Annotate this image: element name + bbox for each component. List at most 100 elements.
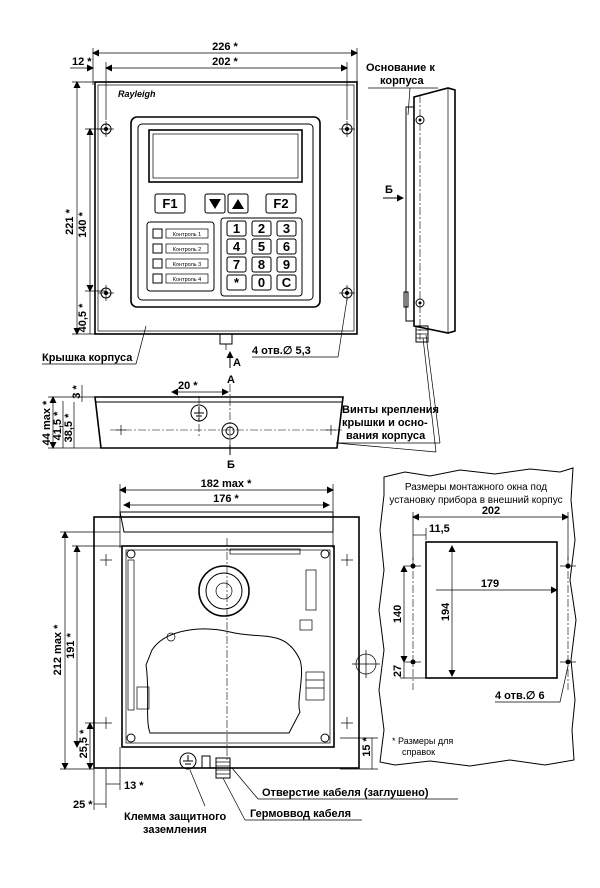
view-a-label-bottom: А — [227, 374, 235, 386]
cutout-hole — [405, 659, 421, 665]
dim-hole-spacing-height: 140 * — [77, 211, 89, 237]
cutout-dim-194: 194 — [440, 602, 452, 621]
cutout-dim-202: 202 — [482, 505, 500, 517]
base-label-1: Основание к — [366, 62, 435, 74]
note-line-2: справок — [402, 747, 435, 757]
back-view: 182 max * 176 * — [52, 478, 458, 836]
cutout-dim-27: 27 — [392, 665, 404, 677]
svg-text:3: 3 — [283, 221, 290, 236]
svg-text:F1: F1 — [162, 196, 177, 211]
view-b-label-bottom: Б — [227, 459, 235, 471]
svg-text:7: 7 — [233, 257, 240, 272]
key-4[interactable]: 4 — [226, 238, 247, 255]
svg-text:0: 0 — [258, 275, 265, 290]
dim-width-182: 182 max * — [201, 478, 252, 490]
dim-13: 13 * — [124, 780, 144, 792]
cover-label: Крышка корпуса — [42, 352, 133, 364]
svg-text:Контроль 3: Контроль 3 — [173, 262, 201, 268]
control-button-3[interactable]: Контроль 3 — [152, 258, 209, 269]
lcd-display — [148, 129, 303, 183]
cutout-hole — [405, 563, 421, 569]
svg-text:8: 8 — [258, 257, 265, 272]
key-9[interactable]: 9 — [276, 256, 297, 273]
key-6[interactable]: 6 — [276, 238, 297, 255]
svg-text:1: 1 — [233, 221, 240, 236]
dim-total-44: 44 max * — [41, 400, 53, 445]
dim-hole-spacing-width: 202 * — [212, 56, 238, 68]
up-arrow-icon — [232, 199, 244, 209]
key-3[interactable]: 3 — [276, 220, 297, 237]
ground-terminal-icon — [190, 404, 208, 422]
f1-button[interactable]: F1 — [154, 193, 186, 214]
key-8[interactable]: 8 — [251, 256, 272, 273]
svg-text:Контроль 4: Контроль 4 — [173, 277, 201, 283]
svg-text:*: * — [234, 275, 240, 290]
dim-overall-height: 221 * — [64, 208, 76, 234]
cutout-hole — [560, 659, 576, 665]
cutout-dim-140: 140 — [392, 605, 404, 623]
bottom-view: 20 * А Б 44 max * 41,5 * — [41, 334, 441, 471]
key-c[interactable]: C — [276, 274, 297, 291]
view-a-label-front: А — [233, 357, 241, 369]
dim-overall-width: 226 * — [212, 41, 238, 53]
svg-text:4: 4 — [233, 239, 241, 254]
side-hole — [415, 298, 425, 308]
dim-3: 3 * — [71, 385, 83, 399]
svg-text:5: 5 — [258, 239, 265, 254]
key-5[interactable]: 5 — [251, 238, 272, 255]
side-hole — [415, 115, 425, 125]
front-view: 226 * 202 * 12 * 221 * 140 * 40,5 * Rayl… — [42, 41, 358, 369]
side-view: Основание к корпуса Б — [366, 62, 456, 343]
dim-41-5: 41,5 * — [52, 411, 64, 440]
key-7[interactable]: 7 — [226, 256, 247, 273]
ground-terminal-back — [179, 752, 197, 770]
svg-text:6: 6 — [283, 239, 290, 254]
dim-38-5: 38,5 * — [63, 413, 75, 442]
f2-button[interactable]: F2 — [265, 193, 297, 214]
svg-text:Контроль 2: Контроль 2 — [173, 247, 201, 253]
screws-label-1: Винты крепления — [342, 404, 439, 416]
dim-width-176: 176 * — [213, 493, 239, 505]
ground-label-2: заземления — [143, 824, 207, 836]
ground-label-1: Клемма защитного — [124, 811, 227, 823]
screws-label-2: крышки и осно- — [342, 417, 428, 429]
key-0[interactable]: 0 — [251, 274, 272, 291]
cutout-title-1: Размеры монтажного окна под — [405, 482, 547, 493]
svg-text:C: C — [282, 275, 292, 290]
control-button-2[interactable]: Контроль 2 — [152, 243, 209, 254]
svg-text:F2: F2 — [273, 196, 288, 211]
down-arrow-button[interactable] — [204, 193, 226, 214]
cable-gland-icon — [221, 422, 239, 440]
key-star[interactable]: * — [226, 274, 247, 291]
svg-text:9: 9 — [283, 257, 290, 272]
key-1[interactable]: 1 — [226, 220, 247, 237]
dim-15: 15 * — [361, 736, 373, 756]
dim-height-212: 212 max * — [52, 624, 64, 675]
up-arrow-button[interactable] — [227, 193, 249, 214]
control-button-1[interactable]: Контроль 1 — [152, 228, 209, 239]
control-button-4[interactable]: Контроль 4 — [152, 273, 209, 284]
screws-label-3: вания корпуса — [346, 430, 426, 442]
holes-label: 4 отв.∅ 5,3 — [252, 345, 311, 357]
keypad: 1 2 3 4 5 6 7 8 9 * 0 C — [226, 220, 297, 291]
cutout-sheet: Размеры монтажного окна под установку пр… — [378, 467, 577, 767]
down-arrow-icon — [209, 199, 221, 209]
dim-height-191: 191 * — [65, 632, 77, 658]
gland-label: Гермоввод кабеля — [250, 808, 351, 820]
cutout-dim-179: 179 — [481, 578, 499, 590]
note-line-1: * Размеры для — [392, 736, 453, 746]
dim-bottom-offset: 40,5 * — [77, 303, 89, 332]
dim-25-5: 25,5 * — [78, 729, 90, 758]
dim-edge-offset: 12 * — [72, 56, 92, 68]
base-label-2: корпуса — [380, 75, 425, 87]
cutout-hole — [560, 563, 576, 569]
view-b-label-side: Б — [385, 184, 393, 196]
cutout-holes-label: 4 отв.∅ 6 — [495, 690, 545, 702]
cable-hole-label: Отверстие кабеля (заглушено) — [262, 787, 429, 799]
key-2[interactable]: 2 — [251, 220, 272, 237]
dim-offset-20: 20 * — [178, 380, 198, 392]
cutout-title-2: установку прибора в внешний корпус — [389, 494, 562, 506]
dim-25: 25 * — [73, 799, 93, 811]
svg-text:Контроль 1: Контроль 1 — [173, 232, 201, 238]
